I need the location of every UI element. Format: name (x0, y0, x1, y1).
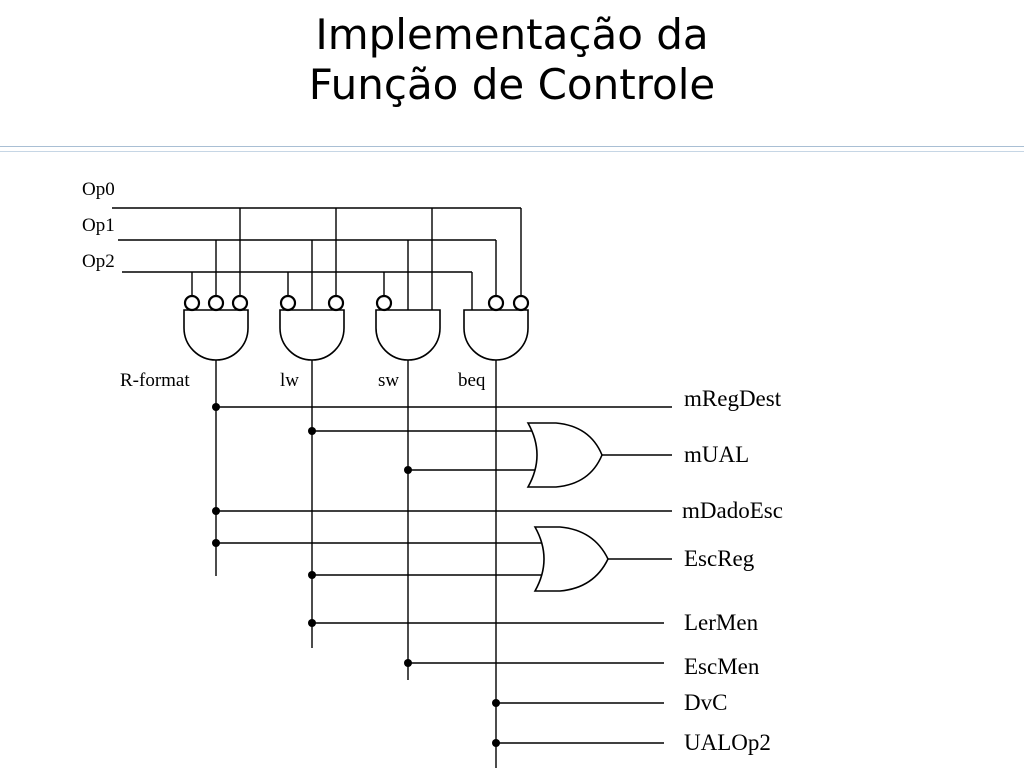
inverter-bubbles (183, 294, 530, 312)
gate-label-r-format: R-format (120, 370, 190, 391)
output-label-mual: mUAL (684, 442, 749, 467)
junction-dots (212, 403, 500, 747)
title-divider-light (0, 151, 1024, 152)
and-gate-sw (375, 309, 441, 361)
input-label-op2: Op2 (82, 251, 115, 272)
output-label-ualop2: UALOp2 (684, 730, 771, 755)
input-tap-lines (191, 208, 522, 310)
output-label-escmen: EscMen (684, 654, 760, 679)
or-gate-mual (526, 422, 603, 488)
and-gate-lw (279, 309, 345, 361)
title-divider-dark (0, 146, 1024, 147)
or-gate-escreg (533, 526, 609, 592)
and-gate-r-format (183, 309, 249, 361)
title-line-1: Implementação da (315, 10, 709, 59)
output-label-mregdest: mRegDest (684, 386, 782, 411)
output-label-mdadoesc: mDadoEsc (682, 498, 783, 523)
output-label-dvc: DvC (684, 690, 727, 715)
output-label-escreg: EscReg (684, 546, 755, 571)
gate-label-beq: beq (458, 370, 486, 391)
input-label-op0: Op0 (82, 179, 115, 200)
output-label-lermen: LerMen (684, 610, 759, 635)
gate-label-lw: lw (280, 370, 299, 391)
gate-label-sw: sw (378, 370, 399, 391)
and-gate-beq (463, 309, 529, 361)
slide-title: Implementação da Função de Controle (0, 10, 1024, 110)
title-line-2: Função de Controle (308, 60, 716, 109)
input-label-op1: Op1 (82, 215, 115, 236)
